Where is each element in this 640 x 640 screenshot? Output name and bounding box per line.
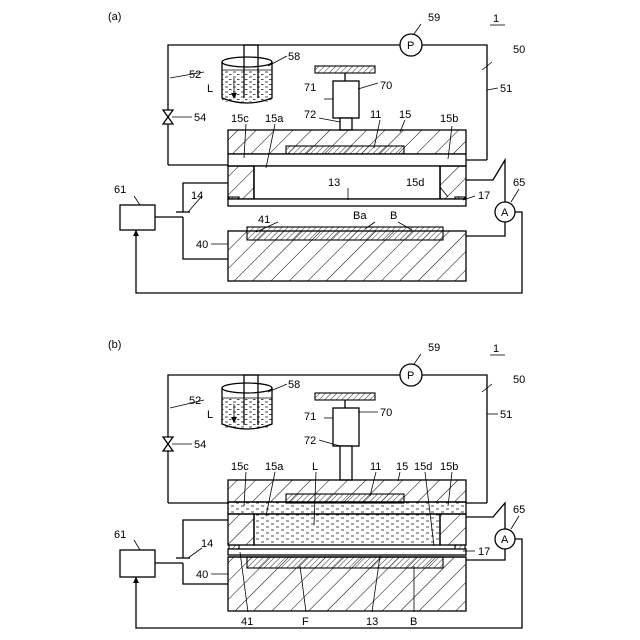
ref-61: 61 bbox=[114, 529, 126, 541]
ref-15a: 15a bbox=[265, 461, 284, 473]
ref-14: 14 bbox=[191, 190, 203, 202]
ref-l-tank: L bbox=[207, 409, 213, 421]
device-reference: 1 bbox=[493, 343, 499, 355]
press-cylinder-71 bbox=[333, 81, 359, 118]
valve-54 bbox=[163, 110, 173, 124]
ammeter-symbol: A bbox=[501, 207, 509, 219]
electrode-41 bbox=[247, 227, 443, 240]
pump-59: P bbox=[400, 34, 422, 56]
ref-54: 54 bbox=[194, 439, 206, 451]
press-rod-72 bbox=[340, 446, 352, 480]
ref-50: 50 bbox=[513, 44, 525, 56]
ref-41: 41 bbox=[241, 616, 253, 628]
ref-71: 71 bbox=[304, 82, 316, 94]
pump-59: P bbox=[400, 364, 422, 386]
vessel-15 bbox=[228, 130, 466, 206]
vessel-left-wall bbox=[228, 514, 254, 545]
ref-15b: 15b bbox=[440, 461, 458, 473]
chamber-15a-filled bbox=[254, 514, 440, 545]
ref-13: 13 bbox=[328, 177, 340, 189]
ref-15: 15 bbox=[396, 461, 408, 473]
ref-41: 41 bbox=[258, 214, 270, 226]
ref-50: 50 bbox=[513, 374, 525, 386]
tank-liquid bbox=[222, 398, 272, 428]
ref-72: 72 bbox=[304, 435, 316, 447]
controller-61 bbox=[120, 550, 155, 577]
press-plate bbox=[315, 393, 375, 400]
ref-l-cell: L bbox=[312, 461, 318, 473]
channel-layer bbox=[228, 154, 466, 166]
membrane-13 bbox=[228, 549, 466, 555]
ref-14: 14 bbox=[201, 538, 213, 550]
press-cylinder-71 bbox=[333, 408, 359, 446]
ref-15a: 15a bbox=[265, 113, 284, 125]
liquid-tank-58 bbox=[222, 383, 272, 429]
ref-65: 65 bbox=[513, 177, 525, 189]
liquid-tank-58 bbox=[222, 57, 272, 103]
press-plate bbox=[315, 66, 375, 73]
controller-61 bbox=[120, 205, 155, 230]
ref-11: 11 bbox=[370, 461, 381, 473]
ref-52: 52 bbox=[189, 69, 201, 81]
panel-label: (b) bbox=[108, 339, 121, 351]
press-70 bbox=[315, 66, 375, 130]
ref-40: 40 bbox=[196, 569, 208, 581]
vessel-right-wall bbox=[440, 166, 466, 199]
ref-70: 70 bbox=[380, 407, 392, 419]
ref-58: 58 bbox=[288, 51, 300, 63]
ref-70: 70 bbox=[380, 80, 392, 92]
ref-l-tank: L bbox=[207, 83, 213, 95]
ref-17: 17 bbox=[478, 546, 490, 558]
tank-rim bbox=[222, 57, 272, 67]
ref-13: 13 bbox=[366, 616, 378, 628]
tank-rim bbox=[222, 383, 272, 393]
ref-15: 15 bbox=[399, 109, 411, 121]
pump-symbol: P bbox=[407, 40, 414, 52]
ref-54: 54 bbox=[194, 112, 206, 124]
membrane-13 bbox=[228, 199, 466, 206]
ref-59: 59 bbox=[428, 12, 440, 24]
ref-11: 11 bbox=[370, 109, 381, 121]
vessel-right-wall bbox=[440, 514, 466, 545]
ref-15c: 15c bbox=[231, 461, 249, 473]
valve-54 bbox=[163, 437, 173, 451]
device-reference: 1 bbox=[493, 13, 499, 25]
base-40 bbox=[228, 227, 466, 281]
pump-symbol: P bbox=[407, 370, 414, 382]
ref-15b: 15b bbox=[440, 113, 458, 125]
base-40 bbox=[228, 557, 466, 611]
ref-58: 58 bbox=[288, 379, 300, 391]
panel-a: (a) 1 P bbox=[108, 11, 525, 293]
ref-61: 61 bbox=[114, 184, 126, 196]
ref-40: 40 bbox=[196, 239, 208, 251]
ref-71: 71 bbox=[304, 411, 316, 423]
ref-f: F bbox=[302, 616, 309, 628]
channel-layer bbox=[228, 502, 466, 514]
ref-72: 72 bbox=[304, 109, 316, 121]
ref-51: 51 bbox=[500, 83, 512, 95]
ref-15c: 15c bbox=[231, 113, 249, 125]
ref-59: 59 bbox=[428, 342, 440, 354]
press-70 bbox=[315, 393, 375, 480]
vessel-left-wall bbox=[228, 166, 254, 199]
tank-liquid bbox=[222, 70, 272, 102]
ref-65: 65 bbox=[513, 504, 525, 516]
ref-17: 17 bbox=[478, 190, 490, 202]
panel-b: (b) 1 P bbox=[108, 339, 525, 628]
ref-52: 52 bbox=[189, 395, 201, 407]
panel-label: (a) bbox=[108, 11, 121, 23]
ref-b: B bbox=[410, 616, 417, 628]
press-rod-72 bbox=[340, 118, 352, 130]
ref-51: 51 bbox=[500, 409, 512, 421]
ref-15d: 15d bbox=[414, 461, 432, 473]
ref-15d: 15d bbox=[406, 177, 424, 189]
ammeter-symbol: A bbox=[501, 534, 509, 546]
ref-b: B bbox=[390, 210, 397, 222]
ref-ba: Ba bbox=[353, 210, 367, 222]
